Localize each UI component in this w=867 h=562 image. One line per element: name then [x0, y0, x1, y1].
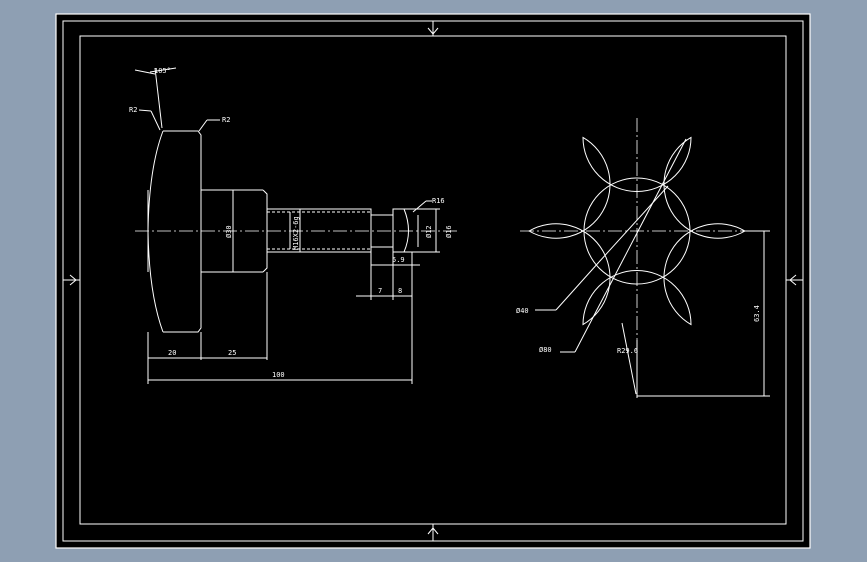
- dim-radius-tip: R16: [432, 197, 445, 205]
- side-view[interactable]: 105° R2 R2 R16 Ø30 M16X2-6g Ø12 Ø16 5.9 …: [129, 67, 460, 384]
- dim-length-total: 100: [272, 371, 285, 379]
- centering-marks: [63, 21, 803, 541]
- dim-height-63: 63.4: [753, 305, 761, 322]
- dim-radius-lobe: R29.6: [617, 347, 638, 355]
- dim-diameter-outer: Ø80: [539, 346, 552, 354]
- inner-circle: [583, 177, 691, 285]
- dim-length-groove: 5.9: [392, 256, 405, 264]
- front-dimension-lines: [535, 138, 770, 398]
- dim-length-20: 20: [168, 349, 176, 357]
- dim-angle-top: 105°: [154, 67, 171, 75]
- dim-length-25: 25: [228, 349, 236, 357]
- drawing-sheet: [55, 13, 811, 549]
- knob-head-outline: [147, 130, 202, 333]
- dim-diameter-hub: Ø30: [225, 225, 233, 238]
- dim-thread: M16X2-6g: [292, 216, 300, 250]
- front-view[interactable]: Ø40 Ø80 R29.6 63.4: [516, 118, 770, 398]
- dim-length-8: 8: [398, 287, 402, 295]
- side-dimension-lines: [134, 67, 440, 384]
- dim-diameter-shaft: Ø16: [445, 225, 453, 238]
- dim-diameter-inner: Ø40: [516, 307, 529, 315]
- dim-radius-right: R2: [222, 116, 230, 124]
- dim-radius-left: R2: [129, 106, 137, 114]
- dim-length-7: 7: [378, 287, 382, 295]
- dim-diameter-neck: Ø12: [425, 225, 433, 238]
